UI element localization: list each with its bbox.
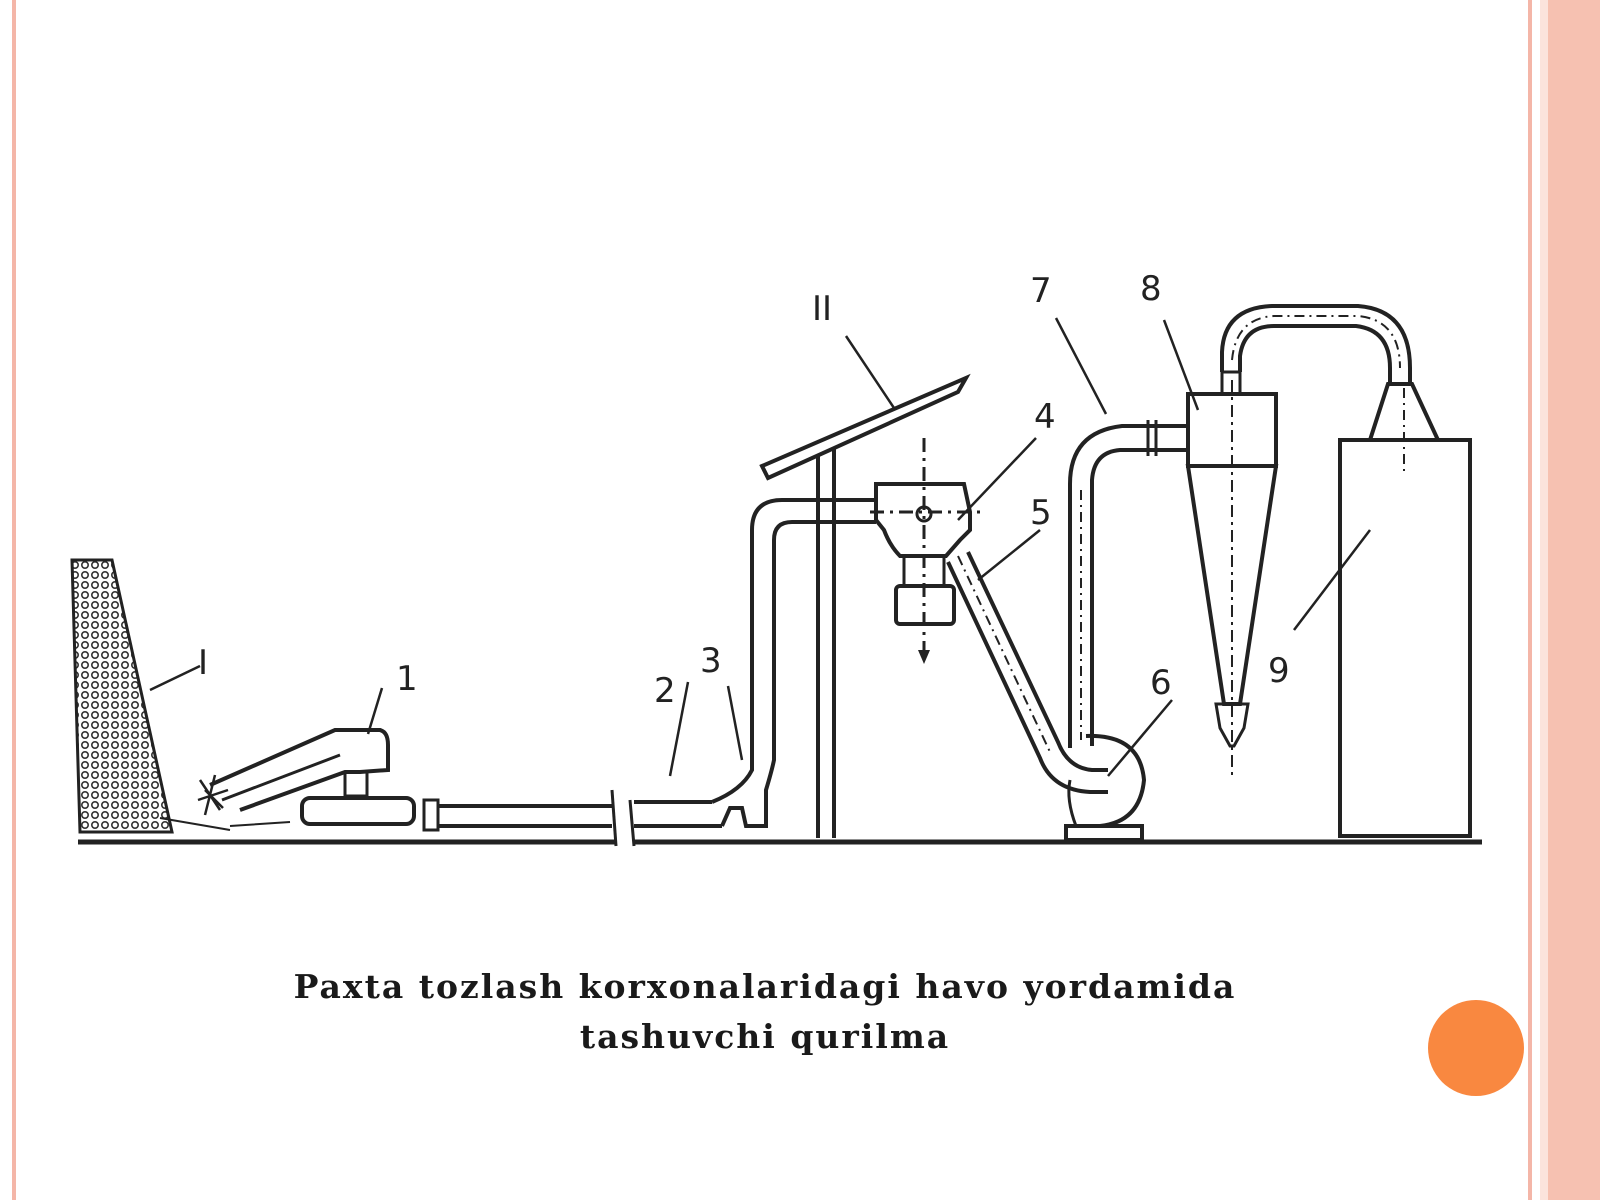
cotton-pile	[70, 558, 174, 834]
suction-nozzle	[159, 728, 416, 831]
label-2: 2	[654, 671, 676, 711]
slide-caption: Paxta tozlash korxonalaridagi havo yorda…	[200, 962, 1330, 1062]
incline-conveyor	[759, 373, 971, 838]
orange-circle-decoration	[1428, 1000, 1524, 1096]
caption-line-2: tashuvchi qurilma	[579, 1017, 951, 1056]
ground-line	[78, 789, 1482, 847]
slide-frame-right-band	[1548, 0, 1600, 1200]
label-4: 4	[1034, 397, 1056, 437]
label-cotton-pile: I	[198, 643, 208, 683]
leader-lines	[149, 317, 1371, 777]
label-6: 6	[1150, 663, 1172, 703]
caption-line-1: Paxta tozlash korxonalaridagi havo yorda…	[293, 967, 1237, 1006]
slide-frame-left	[12, 0, 16, 1200]
overhead-pipe	[1220, 304, 1412, 382]
diagram-labels: I 1 2 3 II 4 5 6 7 8 9	[198, 269, 1290, 711]
label-8: 8	[1140, 269, 1162, 309]
cyclone	[1185, 370, 1279, 776]
bunker	[1338, 382, 1472, 838]
label-1: 1	[396, 659, 418, 699]
horizontal-pipe-left	[422, 798, 612, 832]
label-9: 9	[1268, 651, 1290, 691]
rising-pipe	[634, 498, 876, 828]
riser-pipe	[1068, 420, 1188, 748]
fan	[1064, 733, 1147, 842]
label-5: 5	[1030, 493, 1052, 533]
discharge-pipe	[946, 551, 1108, 794]
slide-frame-right-line	[1528, 0, 1532, 1200]
label-7: 7	[1030, 271, 1052, 311]
label-3: 3	[700, 641, 722, 681]
label-incline: II	[812, 289, 832, 329]
separator	[870, 438, 982, 664]
slide-frame-right-inner	[1540, 0, 1548, 1200]
